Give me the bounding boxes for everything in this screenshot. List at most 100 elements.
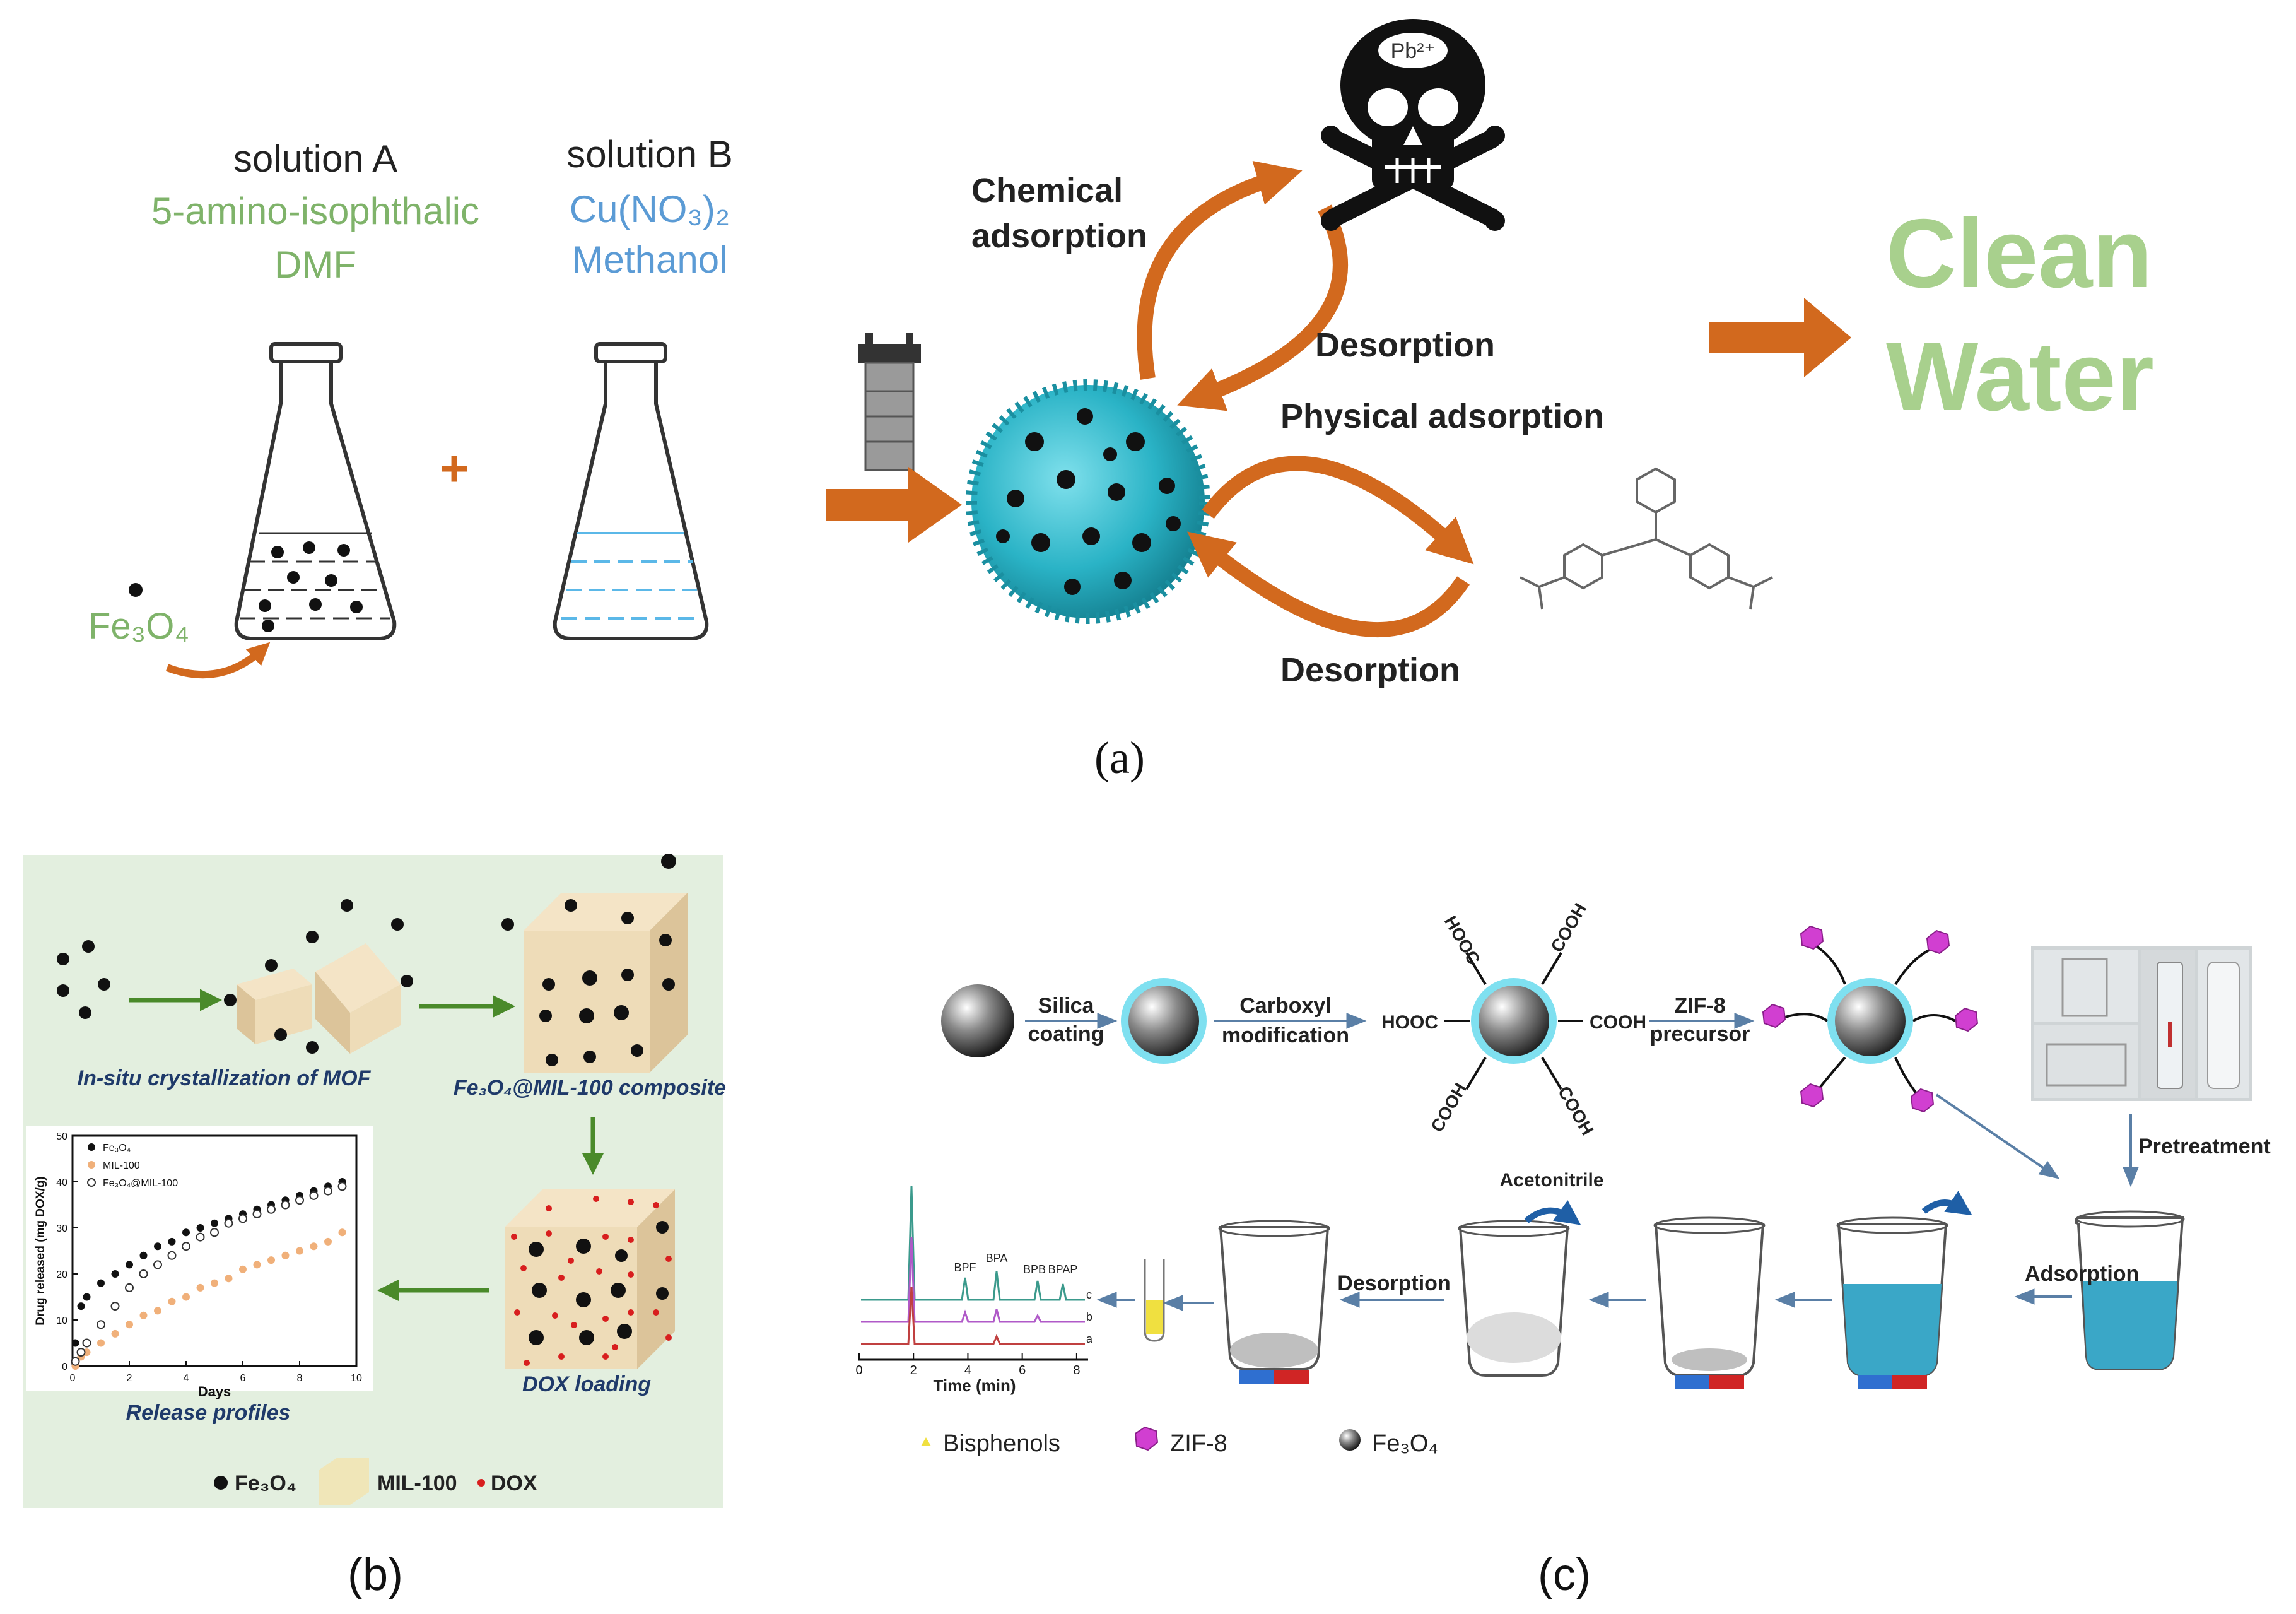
autoclave-icon — [858, 333, 921, 471]
chart-point — [310, 1242, 318, 1251]
chart-point — [210, 1228, 219, 1237]
dox-dot — [596, 1268, 602, 1275]
panel-b: In-situ crystallization of MOF Fe₃O₄@MIL… — [23, 854, 726, 1600]
cooh-top-left: HOOC — [1441, 912, 1484, 968]
chart-xtick-label: 6 — [240, 1373, 246, 1384]
dox-dot — [628, 1309, 634, 1316]
legend-dox-label: DOX — [491, 1471, 537, 1495]
chrom-xtick-label: 0 — [855, 1364, 862, 1377]
chart-point — [225, 1275, 233, 1283]
chart-point — [77, 1302, 85, 1311]
mof-particle-icon — [966, 379, 1210, 624]
dox-dot — [628, 1271, 634, 1278]
chart-ytick-label: 20 — [56, 1269, 67, 1280]
cooh-bottom-right: COOH — [1554, 1083, 1598, 1138]
sample-photo — [2031, 946, 2252, 1101]
dox-dot — [602, 1316, 609, 1322]
chart-point — [267, 1256, 275, 1264]
chart-ytick-label: 30 — [56, 1223, 67, 1234]
chart-point — [182, 1293, 190, 1301]
chart-ytick-label: 50 — [56, 1131, 67, 1142]
arrow-to-particle — [826, 467, 962, 543]
fe3o4-label: Fe₃O₄ — [88, 606, 189, 647]
cooh-bottom-left: COOH — [1427, 1080, 1470, 1135]
clean-water-line2: Water — [1886, 322, 2154, 431]
fe3o4-dot — [129, 583, 143, 597]
plus-sign: + — [440, 440, 469, 497]
chart-point — [153, 1260, 162, 1269]
chart-point — [126, 1321, 133, 1329]
dox-dot — [593, 1196, 599, 1202]
chart-point — [83, 1293, 91, 1301]
chart-xtick-label: 2 — [127, 1373, 132, 1384]
chart-point — [211, 1279, 218, 1287]
chart-point — [154, 1307, 161, 1315]
chart-point — [281, 1200, 290, 1210]
chart-series-2 — [71, 1182, 347, 1366]
desorption-top-label: Desorption — [1315, 326, 1495, 364]
chart-point — [139, 1251, 148, 1259]
panel-a-label: (a) — [1094, 733, 1145, 783]
desorption-top-arrow — [1177, 204, 1348, 411]
dox-dot — [546, 1205, 552, 1211]
peak-bpb: BPB — [1023, 1263, 1046, 1276]
dox-dot — [653, 1202, 659, 1208]
chart-point — [281, 1251, 290, 1259]
chart-point — [252, 1210, 262, 1219]
chart-point — [139, 1311, 148, 1319]
chart-legend-label: Fe₃O₄@MIL-100 — [103, 1178, 178, 1189]
flask-icon — [234, 342, 397, 640]
beaker-sample — [2075, 1210, 2185, 1370]
chemical-adsorption-line2: adsorption — [971, 217, 1147, 255]
fe3o4-curved-arrow — [165, 642, 271, 679]
dox-dot — [653, 1309, 659, 1316]
chart-point — [239, 1265, 247, 1273]
dox-dot — [524, 1360, 530, 1366]
desorption-bottom-label: Desorption — [1280, 651, 1460, 689]
release-profiles-label: Release profiles — [126, 1401, 291, 1425]
flask-icon-b — [553, 342, 709, 640]
chart-point — [196, 1283, 204, 1292]
chart-point — [97, 1320, 105, 1329]
peak-bpap: BPAP — [1048, 1263, 1078, 1276]
chart-point — [211, 1219, 218, 1227]
chrom-xtick-label: 4 — [964, 1364, 971, 1377]
chart-ytick-label: 10 — [56, 1316, 67, 1326]
dox-dot — [602, 1353, 609, 1360]
chart-point — [71, 1339, 79, 1347]
dox-dot — [520, 1265, 527, 1271]
peak-bpa: BPA — [986, 1252, 1008, 1264]
dox-dot — [558, 1353, 565, 1360]
chart-point — [309, 1191, 319, 1200]
chart-point — [182, 1228, 190, 1237]
chart-point — [196, 1224, 204, 1232]
chart-legend-label: Fe₃O₄ — [103, 1143, 131, 1153]
chemical-adsorption-arrow — [1137, 161, 1303, 380]
chart-point — [267, 1205, 276, 1214]
chart-ytick-label: 0 — [62, 1362, 67, 1372]
chart-legend-marker — [87, 1178, 96, 1187]
beaker-adsorption — [1836, 1191, 1972, 1389]
dox-dot — [602, 1234, 609, 1240]
physical-adsorption-arrow — [1202, 456, 1474, 565]
panel-c: Silica coating Carboxyl modification COO… — [855, 900, 2270, 1600]
panel-c-label: (c) — [1538, 1550, 1591, 1600]
desorption-label-c: Desorption — [1337, 1271, 1450, 1295]
chart-point — [324, 1237, 332, 1246]
dox-dot — [571, 1322, 577, 1328]
chart-point — [71, 1357, 80, 1366]
solution-b-title: solution B — [566, 133, 733, 175]
peak-bpf: BPF — [954, 1261, 976, 1274]
trace-label-c: c — [1086, 1288, 1092, 1301]
clean-water-line1: Clean — [1886, 199, 2152, 308]
carboxyl-modification-line2: modification — [1222, 1023, 1349, 1047]
dox-dot — [665, 1256, 672, 1262]
dox-dot — [568, 1258, 574, 1264]
dox-dot — [628, 1199, 634, 1205]
silica-coating-line1: Silica — [1038, 994, 1095, 1018]
cooh-right: COOH — [1590, 1012, 1646, 1033]
pretreatment-label: Pretreatment — [2138, 1134, 2271, 1158]
chart-point — [168, 1297, 176, 1305]
